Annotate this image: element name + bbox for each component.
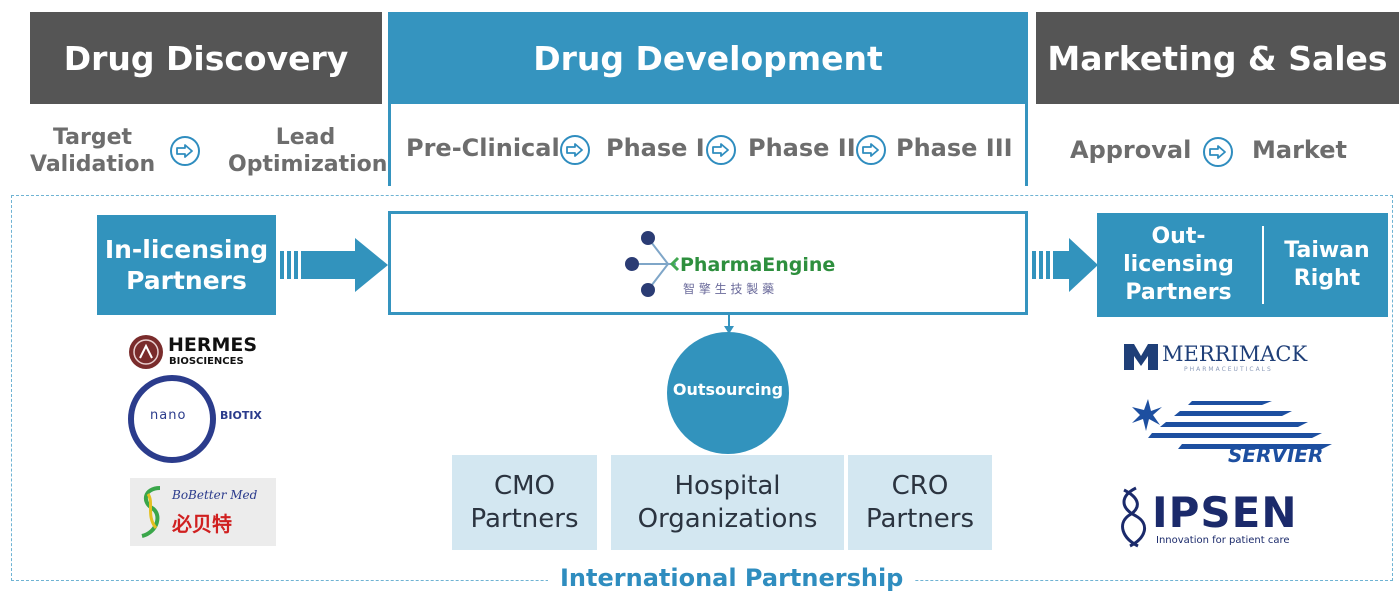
cmo-partners-box: CMO Partners <box>452 455 597 550</box>
outsourcing-label: Outsourcing <box>672 380 784 399</box>
ipsen-name: IPSEN <box>1152 488 1298 537</box>
bobetter-chinese-name: 必贝特 <box>172 512 232 536</box>
hospital-organizations-box: Hospital Organizations <box>611 455 844 550</box>
taiwan-right-label: Taiwan Right <box>1284 238 1370 291</box>
right-arrow-icon <box>560 135 590 165</box>
merrimack-subtitle: PHARMACEUTICALS <box>1184 366 1273 373</box>
international-partnership-label: International Partnership <box>548 564 916 592</box>
bobetter-med-logo: BoBetter Med 必贝特 <box>130 478 276 546</box>
phase-1: Phase I <box>606 134 705 162</box>
servier-name: SERVIER <box>1228 443 1324 467</box>
out-licensing-partners-label: Out-licensing Partners <box>1123 224 1234 305</box>
in-licensing-arrow <box>280 238 388 292</box>
nanobiotix-ring-icon <box>128 375 216 463</box>
pharmaengine-chinese-name: 智 擎 生 技 製 藥 <box>683 282 775 296</box>
pharmaengine-name: PharmaEngine <box>680 254 836 276</box>
hermes-subtitle: BIOSCIENCES <box>169 356 244 367</box>
servier-star-icon <box>1132 399 1332 449</box>
nanobiotix-logo: nano BIOTIX <box>128 375 278 463</box>
pharmaengine-logo-icon <box>625 231 680 297</box>
drug-discovery-header: Drug Discovery <box>30 12 382 104</box>
bobetter-swirl-icon <box>141 486 161 538</box>
bobetter-name: BoBetter Med <box>172 488 258 502</box>
right-arrow-icon <box>1203 137 1233 167</box>
merrimack-name: MERRIMACK <box>1162 342 1308 366</box>
out-licensing-box <box>1097 213 1388 317</box>
right-arrow-icon <box>706 135 736 165</box>
in-licensing-partners-box: In-licensing Partners <box>97 215 276 315</box>
hermes-emblem-icon <box>129 335 163 369</box>
target-validation-label: Target Validation <box>30 125 156 177</box>
right-arrow-icon <box>856 135 886 165</box>
hermes-name: HERMES <box>168 334 258 356</box>
approval-label: Approval <box>1070 136 1192 164</box>
pharmaengine-box <box>388 211 1028 315</box>
lead-optimization-label: Lead Optimization <box>228 125 388 177</box>
phase-preclinical: Pre-Clinical <box>406 134 560 162</box>
out-licensing-arrow <box>1032 238 1098 292</box>
ipsen-helix-icon <box>1121 486 1146 548</box>
merrimack-m-icon <box>1124 344 1158 370</box>
ipsen-logo: IPSEN Innovation for patient care <box>1116 486 1336 550</box>
nanobiotix-name-left: nano <box>150 408 187 423</box>
ipsen-tagline: Innovation for patient care <box>1156 535 1290 546</box>
right-arrow-icon <box>170 136 200 166</box>
outsourcing-connector <box>724 314 734 334</box>
marketing-sales-header: Marketing & Sales <box>1036 12 1399 104</box>
merrimack-logo: MERRIMACK PHARMACEUTICALS <box>1124 340 1329 374</box>
phase-2: Phase II <box>748 134 856 162</box>
cro-partners-box: CRO Partners <box>848 455 992 550</box>
hermes-logo: HERMES BIOSCIENCES <box>128 332 278 372</box>
phase-3: Phase III <box>896 134 1013 162</box>
servier-logo: SERVIER <box>1122 395 1332 467</box>
outsourcing-circle <box>667 332 789 454</box>
nanobiotix-name-right: BIOTIX <box>220 409 262 422</box>
drug-development-panel <box>388 100 1028 186</box>
out-licensing-divider <box>1262 226 1264 304</box>
drug-development-header: Drug Development <box>388 12 1028 104</box>
market-label: Market <box>1252 136 1347 164</box>
